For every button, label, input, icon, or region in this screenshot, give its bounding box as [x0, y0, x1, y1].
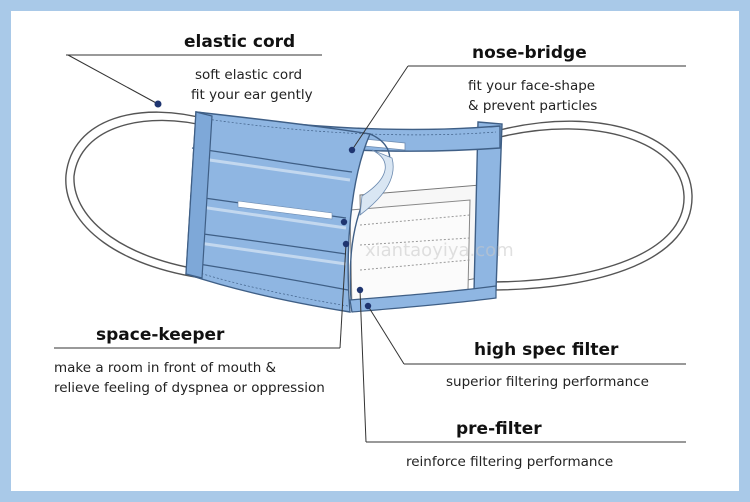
elastic-cord-desc-1: soft elastic cord: [195, 67, 302, 83]
right-ear-loop-inner: [487, 128, 685, 283]
elastic-cord-leader: [67, 54, 159, 105]
space-keeper-desc-2: relieve feeling of dyspnea or oppression: [54, 380, 325, 396]
mask-left-edge: [185, 111, 213, 279]
leader-dots: [154, 100, 372, 310]
nose-bridge-title: nose-bridge: [472, 43, 587, 63]
space-keeper-leader: [339, 243, 347, 349]
nose-bridge-dot: [348, 146, 356, 154]
high-spec-filter-dot: [364, 302, 372, 310]
high-spec-filter-leader: [367, 305, 405, 365]
mask-bottom-band: [349, 285, 497, 313]
space-keeper-desc-1: make a room in front of mouth &: [54, 360, 277, 376]
pre-filter-desc: reinforce filtering performance: [406, 454, 613, 470]
stitch-line-1: [359, 214, 471, 226]
filter-layers: [349, 184, 481, 311]
space-keeper-dot-top: [340, 218, 348, 226]
elastic-cord-dot: [154, 100, 162, 108]
elastic-cord-desc-2: fit your ear gently: [191, 87, 313, 103]
elastic-loops: [65, 111, 693, 291]
nose-bridge-leader: [351, 65, 409, 151]
left-ear-loop: [65, 111, 219, 281]
high-spec-filter-desc: superior filtering performance: [446, 374, 649, 390]
right-ear-loop: [487, 120, 693, 291]
mask-inner-fold: [359, 149, 394, 216]
elastic-cord-title: elastic cord: [184, 32, 295, 52]
mask-pleat-highlights: [191, 156, 351, 266]
left-ear-loop-inner: [73, 119, 219, 273]
space-keeper-title: space-keeper: [96, 325, 225, 345]
pre-filter-leader: [359, 289, 367, 443]
space-keeper-dot: [342, 240, 350, 248]
watermark-text: xiantaoyiya.com: [365, 240, 514, 261]
stitch-line-3: [359, 259, 471, 271]
nose-bridge-desc-1: fit your face-shape: [468, 78, 595, 94]
high-spec-filter-title: high spec filter: [474, 340, 619, 360]
space-keeper-slot: [237, 200, 333, 220]
pre-filter-dot: [356, 286, 364, 294]
nose-bridge-desc-2: & prevent particles: [468, 98, 597, 114]
leader-lines: [54, 54, 686, 443]
pre-filter-title: pre-filter: [456, 419, 542, 439]
